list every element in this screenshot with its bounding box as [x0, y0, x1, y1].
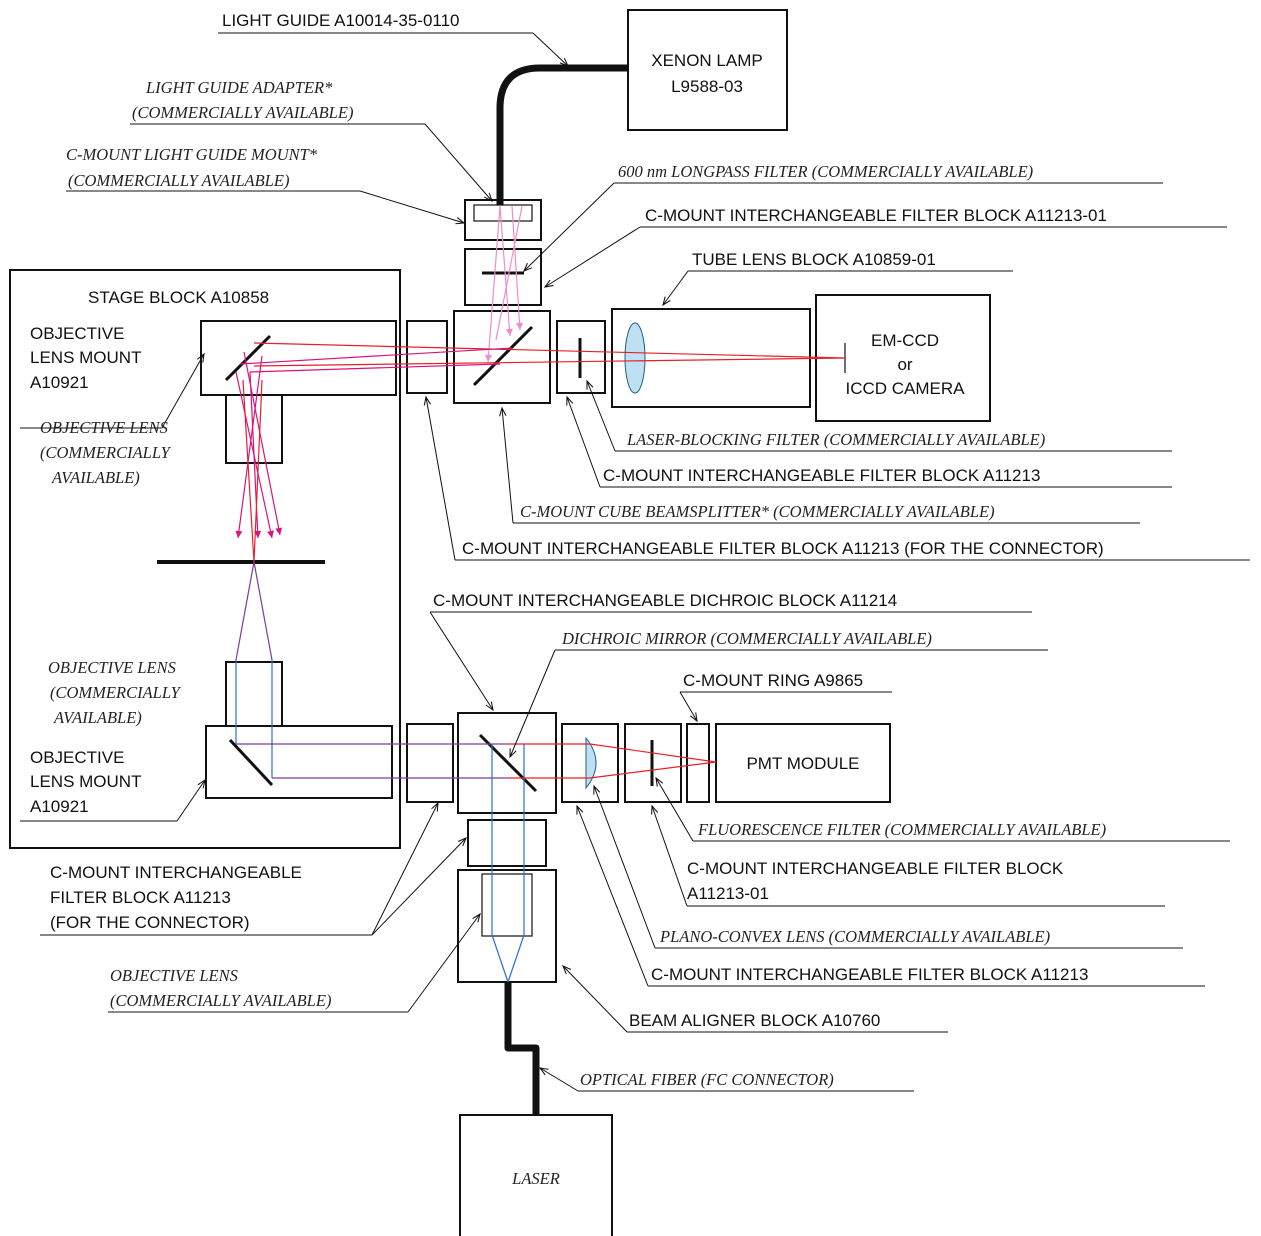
- label-filter-block-connector-bottom-1: C-MOUNT INTERCHANGEABLE: [50, 863, 302, 882]
- label-dichroic-block: C-MOUNT INTERCHANGEABLE DICHROIC BLOCK A…: [433, 591, 897, 610]
- label-objective-mount-bottom-2: LENS MOUNT: [30, 772, 141, 791]
- tube-lens-element: [624, 322, 646, 394]
- label-filter-block-connector-bottom-2: FILTER BLOCK A11213: [50, 888, 231, 907]
- label-filter-block-a11213-bottom: C-MOUNT INTERCHANGEABLE FILTER BLOCK A11…: [651, 965, 1088, 984]
- objective-lens-mount-bottom-box: [205, 725, 393, 799]
- label-objective-mount-bottom-3: A10921: [30, 797, 89, 816]
- label-objective-lens-top-1: OBJECTIVE LENS: [40, 418, 168, 437]
- label-objective-lens-bottom-1: OBJECTIVE LENS: [48, 658, 176, 677]
- filter-block-connector-bottom-box: [467, 819, 547, 867]
- label-objective-lens-top-3: AVAILABLE): [51, 468, 140, 487]
- beamsplitter-element: [472, 325, 534, 387]
- pmt-module-box: [715, 723, 891, 803]
- label-xenon-lamp-2: L9588-03: [671, 77, 743, 96]
- label-objective-lens-beam-2: (COMMERCIALLY AVAILABLE): [110, 991, 331, 1010]
- labels: LIGHT GUIDE A10014-35-0110 XENON LAMP L9…: [30, 11, 1107, 1188]
- laser-box: [459, 1114, 613, 1236]
- label-light-guide-adapter-1: LIGHT GUIDE ADAPTER*: [145, 78, 333, 97]
- label-filter-block-a11213-01-top: C-MOUNT INTERCHANGEABLE FILTER BLOCK A11…: [645, 206, 1107, 225]
- label-cmount-ring: C-MOUNT RING A9865: [683, 671, 863, 690]
- label-objective-lens-top-2: (COMMERCIALLY: [40, 443, 172, 462]
- filter-block-a11213-bottom-box: [561, 723, 619, 803]
- leader-lines: [20, 32, 1250, 1092]
- label-light-guide-adapter-2: (COMMERCIALLY AVAILABLE): [132, 103, 353, 122]
- label-camera-2: or: [897, 355, 912, 374]
- label-plano-convex-lens: PLANO-CONVEX LENS (COMMERCIALLY AVAILABL…: [659, 927, 1050, 946]
- hardware: [9, 9, 991, 1236]
- filter-block-connector-top-box: [406, 320, 448, 394]
- label-optical-fiber: OPTICAL FIBER (FC CONNECTOR): [580, 1070, 834, 1089]
- filter-block-a11213-01-bottom-box: [624, 723, 682, 803]
- label-beam-aligner-block: BEAM ALIGNER BLOCK A10760: [629, 1011, 880, 1030]
- label-dichroic-mirror: DICHROIC MIRROR (COMMERCIALLY AVAILABLE): [561, 629, 932, 648]
- light-guide-adapter-inner: [473, 204, 533, 222]
- label-tube-lens-block: TUBE LENS BLOCK A10859-01: [692, 250, 936, 269]
- label-xenon-lamp-1: XENON LAMP: [651, 51, 762, 70]
- label-light-guide-mount-2: (COMMERCIALLY AVAILABLE): [68, 171, 289, 190]
- label-objective-mount-top-3: A10921: [30, 373, 89, 392]
- label-objective-mount-bottom-1: OBJECTIVE: [30, 748, 124, 767]
- light-guide-mount-box: [464, 199, 542, 241]
- label-laser: LASER: [511, 1169, 560, 1188]
- label-objective-lens-bottom-2: (COMMERCIALLY: [50, 683, 182, 702]
- label-camera-3: ICCD CAMERA: [845, 379, 965, 398]
- stage-block-box: [9, 269, 401, 849]
- light-paths: [235, 205, 846, 983]
- label-laser-blocking-filter: LASER-BLOCKING FILTER (COMMERCIALLY AVAI…: [626, 430, 1045, 449]
- label-pmt-module: PMT MODULE: [746, 754, 859, 773]
- label-objective-lens-bottom-3: AVAILABLE): [53, 708, 142, 727]
- label-filter-block-a11213-01-bottom-2: A11213-01: [687, 884, 769, 903]
- optical-fiber-cable: [504, 982, 540, 1115]
- label-camera-1: EM-CCD: [871, 331, 939, 350]
- light-guide-fiber: [496, 64, 628, 205]
- label-fluorescence-filter: FLUORESCENCE FILTER (COMMERCIALLY AVAILA…: [697, 820, 1106, 839]
- objective-lens-mount-top-box: [200, 320, 397, 396]
- beam-aligner-block-box: [457, 869, 557, 983]
- filter-block-a11213-top-box: [556, 320, 606, 394]
- label-objective-mount-top-1: OBJECTIVE: [30, 324, 124, 343]
- beam-objective-lens-element: [481, 873, 533, 937]
- dichroic-block-box: [457, 712, 557, 814]
- label-cube-beamsplitter: C-MOUNT CUBE BEAMSPLITTER* (COMMERCIALLY…: [520, 502, 995, 521]
- label-filter-block-connector-top: C-MOUNT INTERCHANGEABLE FILTER BLOCK A11…: [462, 539, 1104, 558]
- label-light-guide: LIGHT GUIDE A10014-35-0110: [222, 11, 460, 30]
- label-filter-block-a11213-top: C-MOUNT INTERCHANGEABLE FILTER BLOCK A11…: [603, 466, 1040, 485]
- objective-lens-bottom-box: [225, 661, 283, 727]
- filter-block-connector-bottom-right-box: [406, 723, 454, 803]
- label-objective-mount-top-2: LENS MOUNT: [30, 348, 141, 367]
- label-filter-block-a11213-01-bottom-1: C-MOUNT INTERCHANGEABLE FILTER BLOCK: [687, 859, 1064, 878]
- filter-block-a11213-01-top-box: [464, 248, 542, 306]
- label-objective-lens-beam-1: OBJECTIVE LENS: [110, 966, 238, 985]
- plano-convex-lens-element: [585, 736, 597, 790]
- xenon-lamp-box: [627, 9, 788, 131]
- objective-mount-bottom-mirror: [228, 738, 274, 787]
- label-light-guide-mount-1: C-MOUNT LIGHT GUIDE MOUNT*: [66, 145, 318, 164]
- label-filter-block-connector-bottom-3: (FOR THE CONNECTOR): [50, 913, 250, 932]
- label-stage-block: STAGE BLOCK A10858: [88, 288, 269, 307]
- label-longpass-filter: 600 nm LONGPASS FILTER (COMMERCIALLY AVA…: [618, 162, 1033, 181]
